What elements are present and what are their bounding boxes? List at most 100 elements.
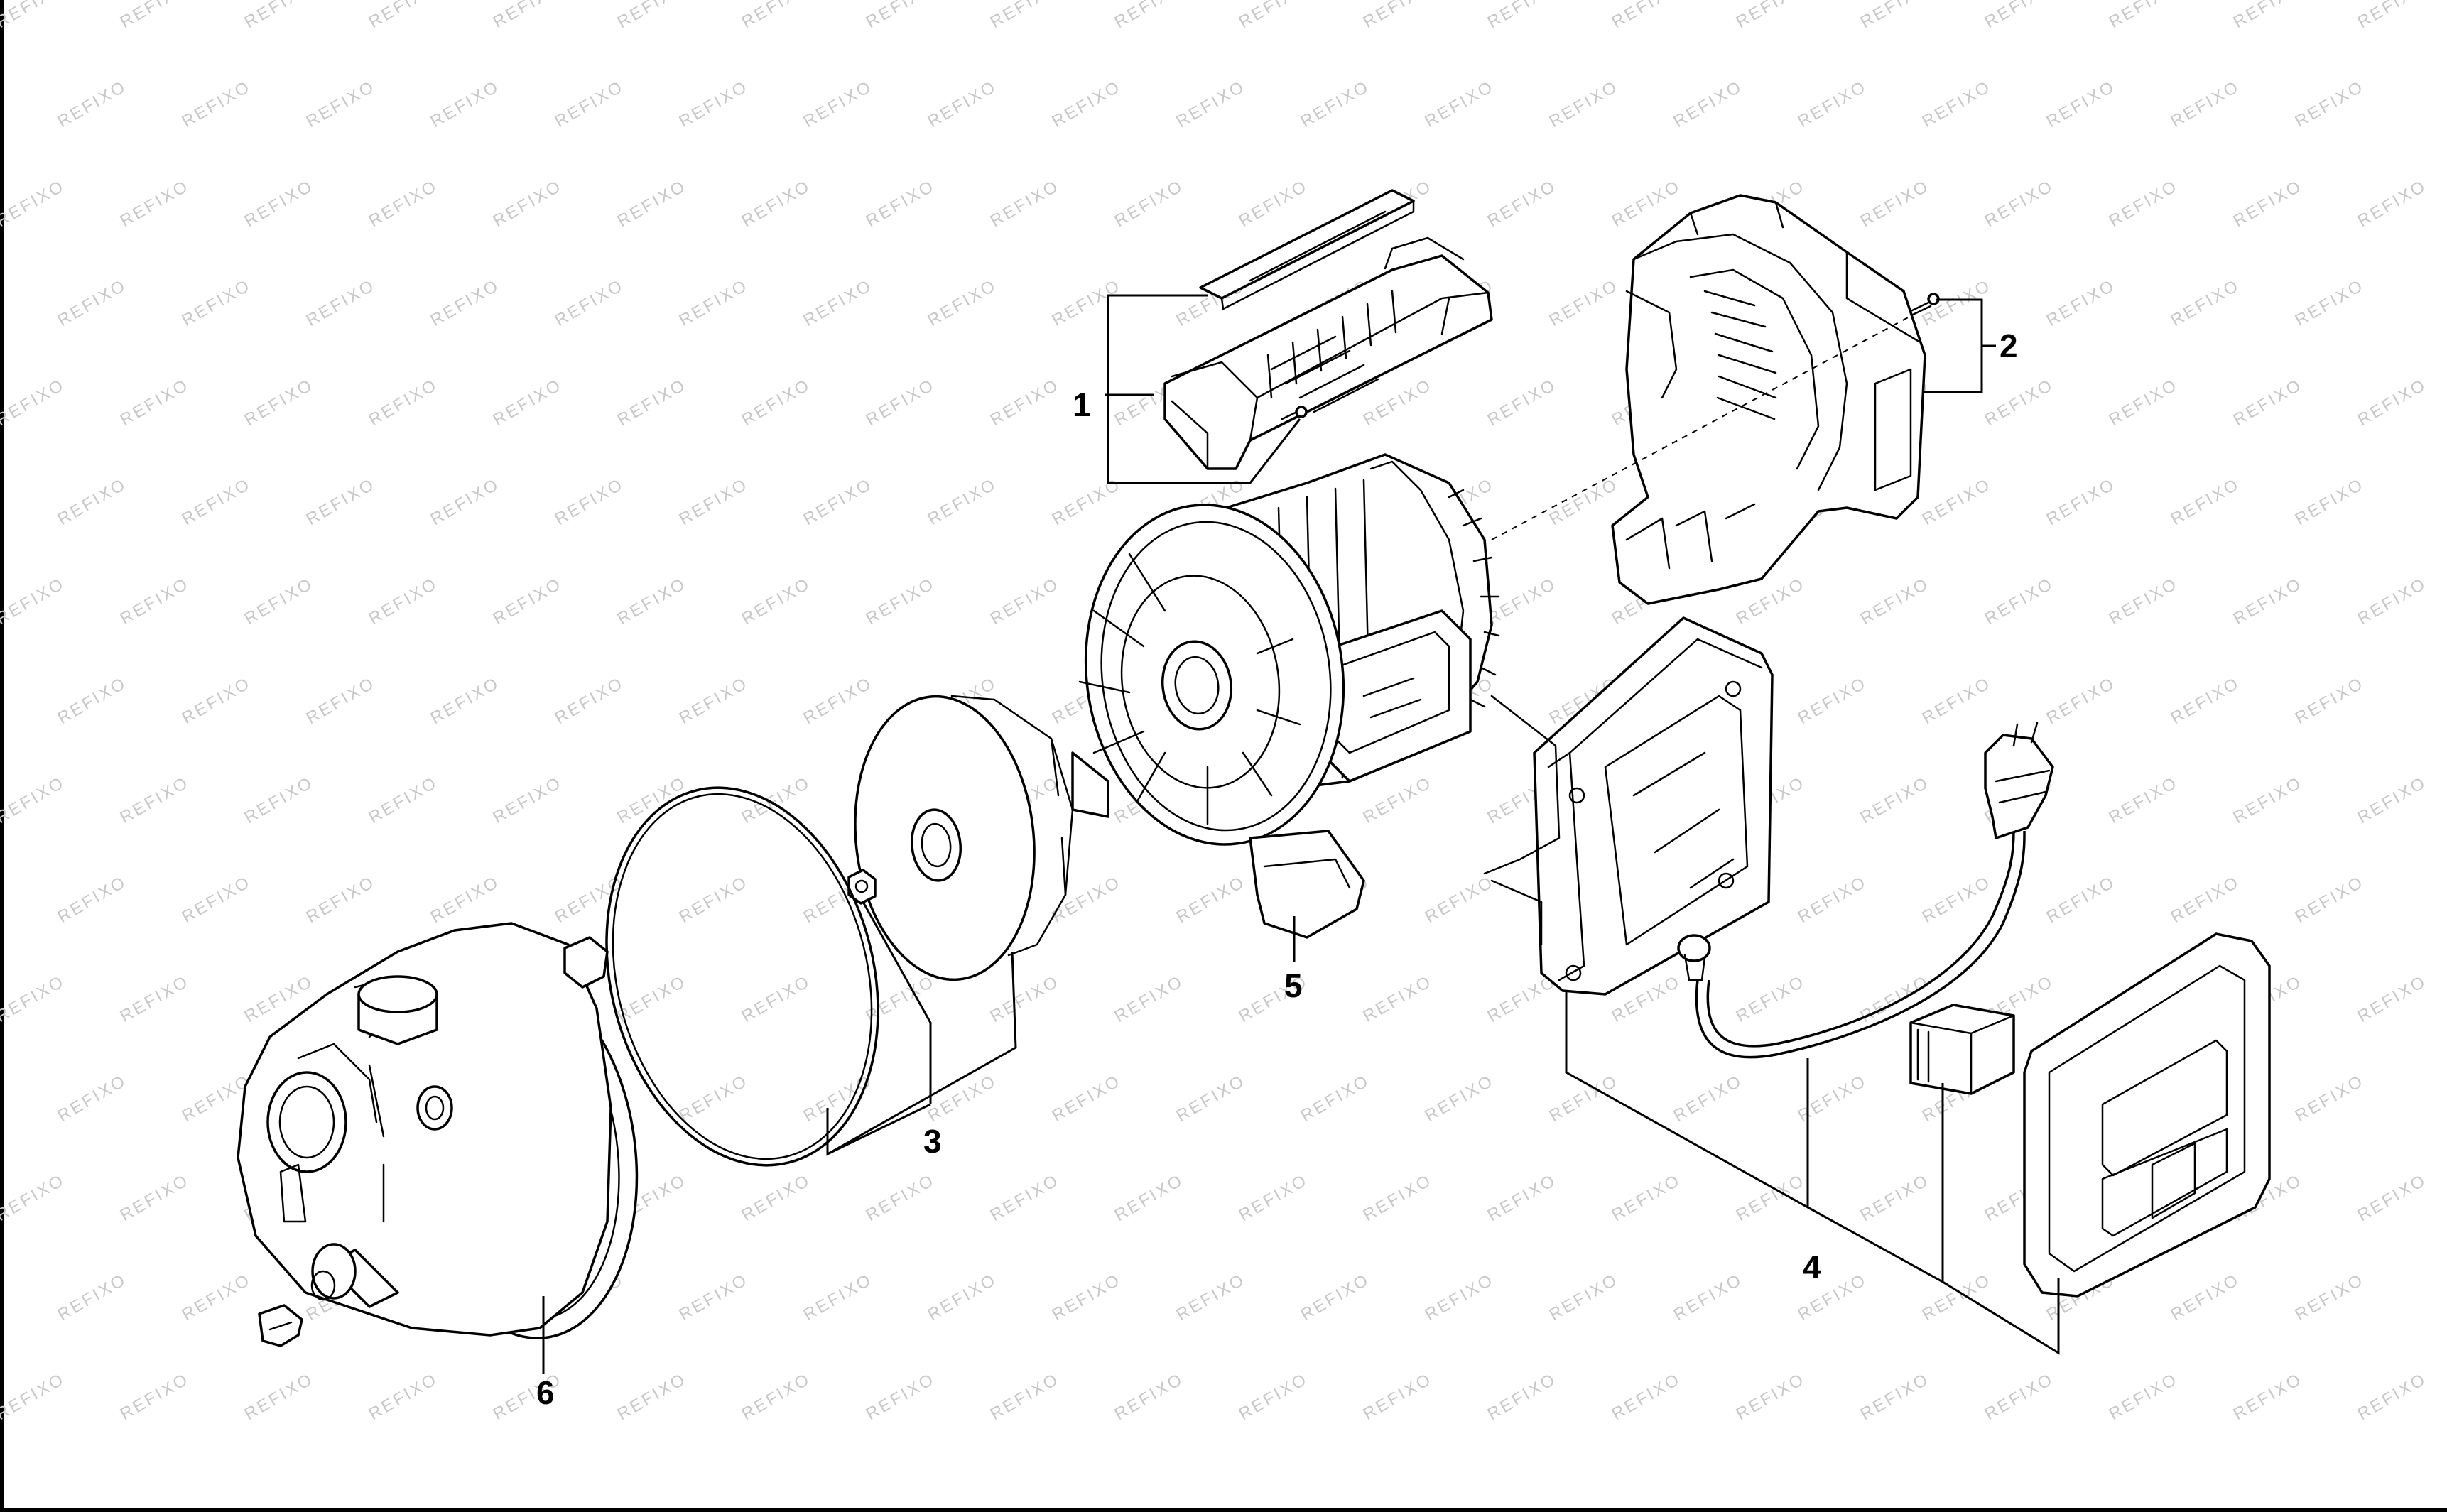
part-6-pump-housing[interactable] [237, 922, 654, 1349]
watermark-text: REFIXO [1546, 1071, 1622, 1126]
part-2-fan-cover[interactable] [1611, 194, 1940, 605]
watermark-text: REFIXO [242, 1369, 317, 1424]
watermark-text: REFIXO [1546, 276, 1622, 330]
watermark-text: REFIXO [925, 1071, 1000, 1126]
watermark-text: REFIXO [1049, 276, 1124, 330]
watermark-text: REFIXO [676, 77, 752, 131]
watermark-text: REFIXO [1982, 375, 2057, 430]
watermark-text: REFIXO [1546, 77, 1622, 131]
watermark-text: REFIXO [0, 1369, 68, 1424]
watermark-text: REFIXO [2355, 375, 2430, 430]
watermark-text: REFIXO [676, 673, 752, 728]
watermark-text: REFIXO [925, 276, 1000, 330]
watermark-text: REFIXO [2168, 276, 2243, 330]
watermark-text: REFIXO [1173, 1270, 1249, 1325]
watermark-text: REFIXO [366, 1369, 441, 1424]
watermark-text: REFIXO [801, 1270, 876, 1325]
watermark-text: REFIXO [490, 0, 565, 32]
watermark-text: REFIXO [428, 872, 503, 927]
watermark-text: REFIXO [117, 1369, 192, 1424]
watermark-text: REFIXO [676, 276, 752, 330]
watermark-text: REFIXO [739, 1170, 814, 1225]
watermark-text: REFIXO [1112, 1170, 1187, 1225]
watermark-text: REFIXO [1919, 77, 1995, 131]
watermark-text: REFIXO [1298, 1270, 1373, 1325]
watermark-text: REFIXO [0, 972, 68, 1026]
watermark-text: REFIXO [2230, 773, 2306, 827]
watermark-text: REFIXO [242, 176, 317, 231]
watermark-text: REFIXO [0, 375, 68, 430]
watermark-text: REFIXO [117, 176, 192, 231]
watermark-text: REFIXO [117, 972, 192, 1026]
part-5-motor-housing[interactable] [1064, 453, 1500, 939]
watermark-text: REFIXO [117, 1170, 192, 1225]
watermark-text: REFIXO [366, 0, 441, 32]
watermark-text: REFIXO [2230, 0, 2306, 32]
watermark-text: REFIXO [1919, 673, 1995, 728]
watermark-text: REFIXO [1112, 1369, 1187, 1424]
watermark-text: REFIXO [614, 773, 690, 827]
callout-3: 3 [923, 1123, 942, 1160]
watermark-text: REFIXO [801, 474, 876, 529]
watermark-text: REFIXO [117, 0, 192, 32]
watermark-text: REFIXO [1236, 176, 1311, 231]
watermark-text: REFIXO [2292, 1270, 2367, 1325]
callout-5: 5 [1284, 967, 1303, 1004]
watermark-text: REFIXO [1982, 1369, 2057, 1424]
watermark-text: REFIXO [1733, 972, 1808, 1026]
part-3-impeller-assembly[interactable] [568, 687, 1074, 1195]
watermark-text: REFIXO [1546, 1270, 1622, 1325]
watermark-text: REFIXO [2230, 1369, 2306, 1424]
watermark-text: REFIXO [987, 176, 1063, 231]
watermark-text: REFIXO [1982, 574, 2057, 629]
watermark-text: REFIXO [2044, 276, 2119, 330]
watermark-text: REFIXO [2044, 872, 2119, 927]
watermark-text: REFIXO [1298, 77, 1373, 131]
watermark-text: REFIXO [1485, 1170, 1560, 1225]
watermark-text: REFIXO [1857, 773, 1933, 827]
watermark-text: REFIXO [987, 972, 1063, 1026]
watermark-text: REFIXO [366, 574, 441, 629]
watermark-text: REFIXO [179, 276, 254, 330]
watermark-text: REFIXO [614, 375, 690, 430]
watermark-text: REFIXO [2355, 176, 2430, 231]
watermark-text: REFIXO [1236, 1369, 1311, 1424]
part-4-electrical-assembly[interactable] [1483, 616, 2271, 1298]
watermark-text: REFIXO [428, 276, 503, 330]
watermark-text: REFIXO [1671, 77, 1746, 131]
watermark-text: REFIXO [1609, 1170, 1684, 1225]
watermark-text: REFIXO [428, 673, 503, 728]
watermark-text: REFIXO [1049, 1071, 1124, 1126]
watermark-text: REFIXO [614, 972, 690, 1026]
watermark-text: REFIXO [303, 673, 379, 728]
watermark-text: REFIXO [2230, 375, 2306, 430]
watermark-text: REFIXO [801, 1071, 876, 1126]
watermark-text: REFIXO [801, 276, 876, 330]
watermark-text: REFIXO [2292, 872, 2367, 927]
watermark-text: REFIXO [925, 77, 1000, 131]
watermark-text: REFIXO [863, 574, 938, 629]
part-1-handle-assembly[interactable] [1163, 189, 1493, 470]
watermark-text: REFIXO [1919, 872, 1995, 927]
watermark-text: REFIXO [1422, 77, 1497, 131]
watermark-text: REFIXO [2355, 0, 2430, 32]
watermark-text: REFIXO [179, 872, 254, 927]
watermark-text: REFIXO [2168, 872, 2243, 927]
watermark-text: REFIXO [1049, 872, 1124, 927]
watermark-text: REFIXO [303, 276, 379, 330]
watermark-text: REFIXO [1422, 1071, 1497, 1126]
watermark-text: REFIXO [2168, 474, 2243, 529]
watermark-text: REFIXO [739, 574, 814, 629]
watermark-text: REFIXO [1112, 0, 1187, 32]
watermark-text: REFIXO [55, 77, 130, 131]
watermark-text: REFIXO [863, 375, 938, 430]
watermark-text: REFIXO [117, 574, 192, 629]
watermark-text: REFIXO [55, 673, 130, 728]
watermark-text: REFIXO [490, 574, 565, 629]
watermark-text: REFIXO [1857, 176, 1933, 231]
watermark-text: REFIXO [428, 474, 503, 529]
watermark-text: REFIXO [1795, 872, 1870, 927]
watermark-text: REFIXO [2292, 673, 2367, 728]
watermark-text: REFIXO [2106, 0, 2181, 32]
watermark-text: REFIXO [2292, 474, 2367, 529]
